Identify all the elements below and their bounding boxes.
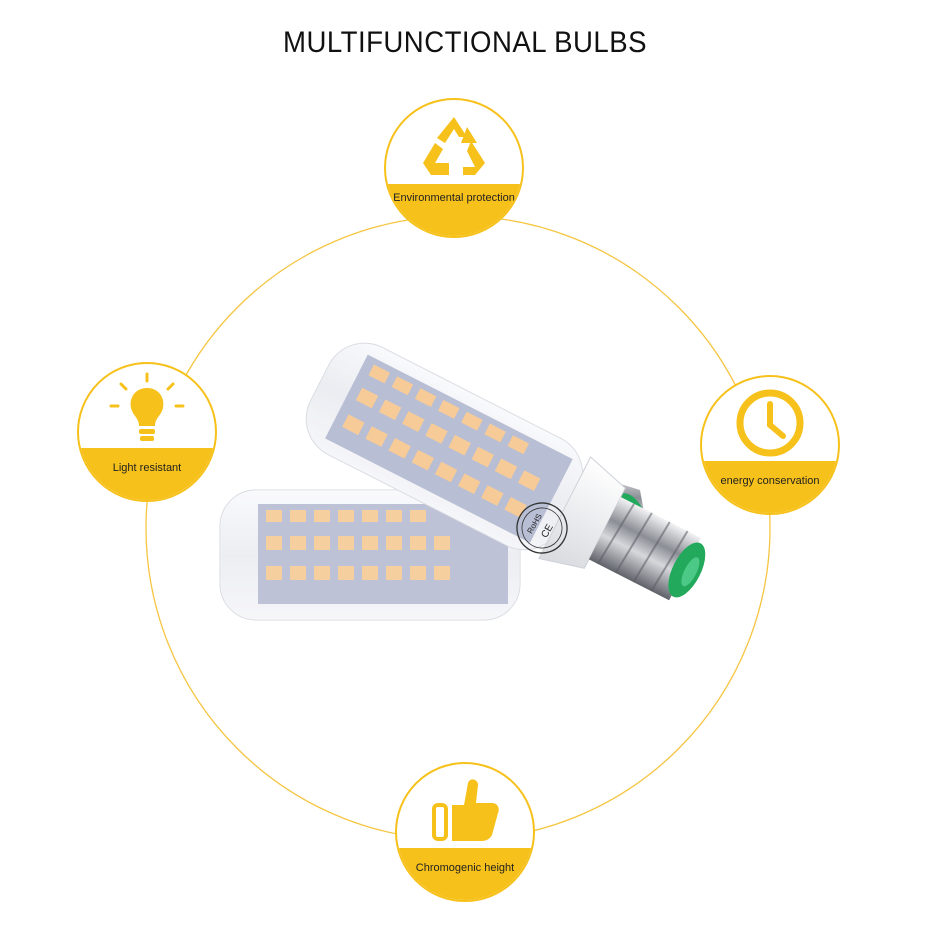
feature-badge-environmental: Environmental protection [384, 98, 524, 238]
clock-icon [736, 389, 804, 457]
feature-label-light: Light resistant [112, 462, 182, 474]
bulb-back [219, 489, 521, 621]
bulb-front [305, 342, 706, 601]
page-title: MULTIFUNCTIONAL BULBS [283, 26, 647, 59]
feature-label-environmental: Environmental protection [393, 192, 515, 204]
feature-label-chromogenic: Chromogenic height [415, 862, 515, 874]
feature-label-energy: energy conservation [720, 475, 820, 487]
feature-badge-light: Light resistant [77, 362, 217, 502]
lightbulb-icon [109, 372, 185, 441]
feature-badge-chromogenic: Chromogenic height [395, 762, 535, 902]
thumbs-up-icon [432, 779, 499, 841]
recycle-icon [423, 117, 485, 175]
feature-badge-energy: energy conservation [700, 375, 840, 515]
